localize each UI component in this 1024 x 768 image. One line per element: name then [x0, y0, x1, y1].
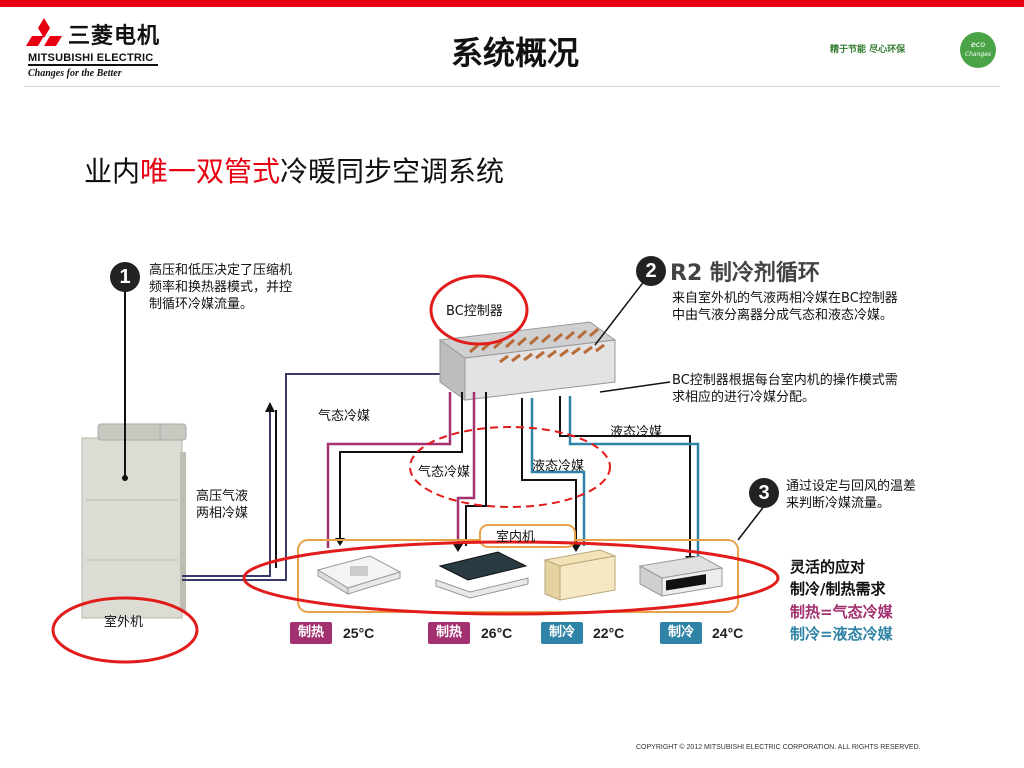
mitsubishi-logo-icon [26, 18, 62, 46]
arrow-up-icon [265, 402, 275, 412]
legend-heat: 制热=气态冷媒 [790, 603, 893, 621]
top-accent-bar [0, 0, 1024, 7]
liquid-refrigerant-label: 液态冷媒 [610, 425, 663, 440]
indoor-unit-duct [638, 555, 724, 597]
gas-refrigerant-label: 气态冷媒 [318, 409, 371, 424]
bc-controller-label: BC控制器 [446, 304, 503, 319]
header-divider [24, 86, 1000, 87]
bc-distribution-note: BC控制器根据每台室内机的操作模式需 求相应的进行冷媒分配。 [672, 373, 898, 405]
slide-subtitle: 业内唯一双管式冷暖同步空调系统 [84, 155, 505, 188]
eco-changes-badge-icon: eco Changes [960, 32, 996, 68]
subtitle-highlight: 唯一双管式 [140, 155, 281, 188]
copyright-footer: COPYRIGHT © 2012 MITSUBISHI ELECTRIC COR… [636, 744, 921, 751]
gas-refrigerant-inner-label: 气态冷媒 [418, 465, 471, 480]
step-3-text: 通过设定与回风的温差 来判断冷媒流量。 [786, 479, 917, 511]
page-title: 系统概况 [450, 34, 579, 72]
unit-3-temp: 22°C [593, 625, 625, 641]
step-1-number-icon: 1 [110, 262, 140, 292]
unit-2-temp: 26°C [481, 625, 513, 641]
logo-underline [28, 64, 158, 66]
unit-3-mode-badge: 制冷 [541, 622, 584, 644]
indoor-unit-cassette [316, 555, 402, 595]
eco-slogan: 精于节能 尽心环保 [830, 45, 906, 55]
outdoor-pipe-loop [182, 373, 440, 581]
logo-english-name: MITSUBISHI ELECTRIC [28, 52, 154, 64]
step-2-text: 来自室外机的气液两相冷媒在BC控制器 中由气液分离器分成气态和液态冷媒。 [672, 291, 898, 323]
unit-1-temp: 25°C [343, 625, 375, 641]
unit-4-temp: 24°C [712, 625, 744, 641]
logo-chinese-name: 三菱电机 [68, 24, 161, 49]
legend-cool: 制冷=液态冷媒 [790, 625, 893, 643]
liquid-refrigerant-inner-label: 液态冷媒 [532, 459, 585, 474]
step-3-number-icon: 3 [749, 478, 779, 508]
indoor-units-highlight-ellipse [242, 540, 780, 616]
bc-controller-highlight-ellipse [429, 274, 529, 346]
outdoor-unit-graphic [81, 423, 187, 619]
step-2-number-icon: 2 [636, 256, 666, 286]
distribution-dashed-ellipse [409, 426, 611, 508]
outdoor-pipe-up [182, 410, 271, 577]
unit-1-mode-badge: 制热 [290, 622, 333, 644]
unit-4-mode-badge: 制冷 [660, 622, 703, 644]
two-phase-refrigerant-label: 高压气液 两相冷媒 [196, 489, 249, 521]
logo-tagline: Changes for the Better [28, 68, 122, 79]
unit-2-mode-badge: 制热 [428, 622, 471, 644]
indoor-unit-floor-standing [543, 549, 617, 601]
bc-controller-graphic [438, 321, 617, 401]
outdoor-unit-label: 室外机 [104, 615, 144, 630]
outdoor-unit-highlight-ellipse [51, 596, 199, 664]
indoor-unit-label: 室内机 [496, 530, 536, 545]
flexible-demand-title: 灵活的应对 制冷/制热需求 [790, 558, 886, 598]
step-1-text: 高压和低压决定了压缩机 频率和换热器模式，并控 制循环冷媒流量。 [149, 263, 293, 312]
step-2-title: R2 制冷剂循环 [670, 261, 820, 286]
indoor-unit-ceiling-duct [435, 551, 529, 599]
